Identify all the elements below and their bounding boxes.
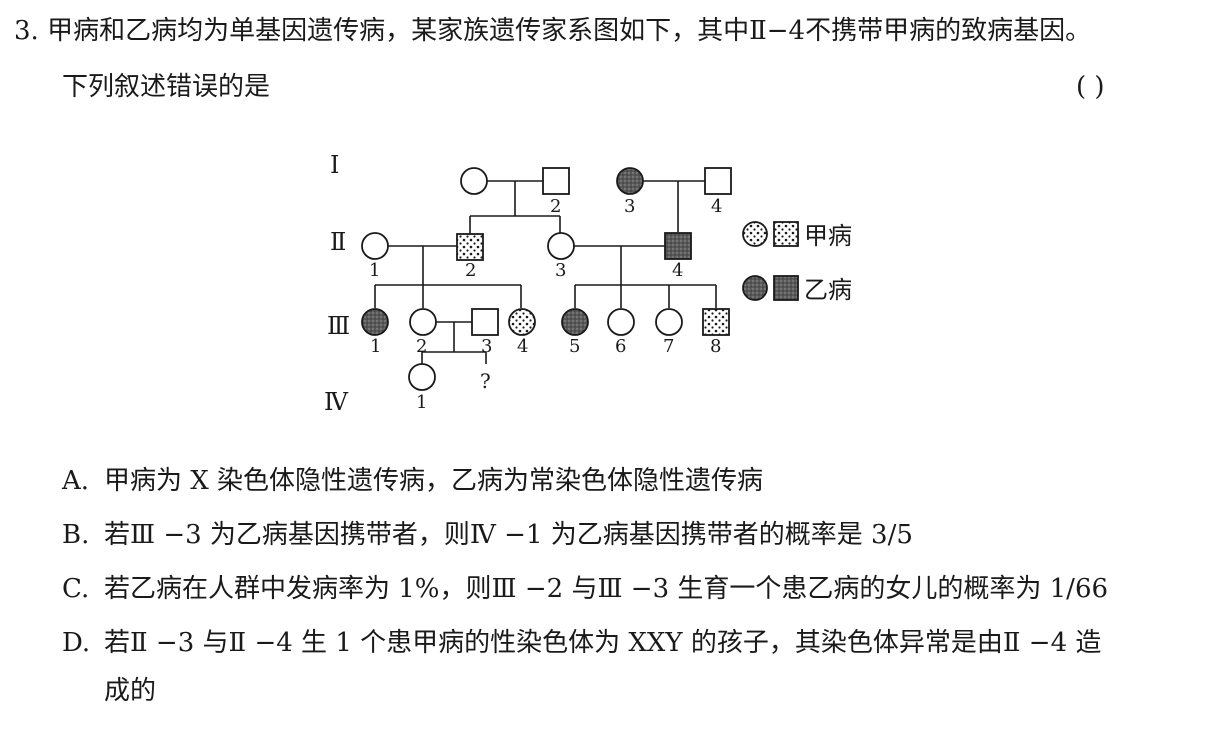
legend: 甲病 乙病 <box>742 221 852 304</box>
individual-I-4 <box>704 167 732 195</box>
label-II-2: 2 <box>465 260 476 281</box>
legend-disease-b-female-symbol <box>742 275 768 301</box>
generation-label-I: Ⅰ <box>330 151 339 179</box>
individual-III-6 <box>607 308 635 336</box>
label-I-4: 4 <box>711 196 722 217</box>
label-I-3: 3 <box>624 196 635 217</box>
individual-III-7 <box>655 308 683 336</box>
label-II-3: 3 <box>555 260 566 281</box>
generation-label-IV: Ⅳ <box>324 388 349 416</box>
label-I-2: 2 <box>550 196 561 217</box>
label-III-3: 3 <box>481 336 492 357</box>
label-III-6: 6 <box>615 336 626 357</box>
option-b-key: B. <box>62 520 90 550</box>
label-III-2: 2 <box>416 336 427 357</box>
individual-I-2 <box>542 167 570 195</box>
individual-III-8 <box>702 308 730 336</box>
individual-II-1 <box>361 232 389 260</box>
pedigree-lines <box>374 180 717 364</box>
legend-disease-a-male-symbol <box>773 221 799 247</box>
individual-III-1 <box>361 308 389 336</box>
individual-II-4 <box>664 232 692 260</box>
label-III-8: 8 <box>710 336 721 357</box>
option-d-key: D. <box>62 628 91 658</box>
individual-II-2 <box>456 233 484 261</box>
label-II-1: 1 <box>369 260 380 281</box>
answer-parentheses: ( ) <box>1076 72 1105 102</box>
option-a-text: 甲病为 X 染色体隐性遗传病，乙病为常染色体隐性遗传病 <box>104 466 764 496</box>
unknown-child-marker: ? <box>480 369 491 393</box>
question-number: 3. <box>14 16 39 46</box>
option-d[interactable]: D. 若Ⅱ −3 与Ⅱ −4 生 1 个患甲病的性染色体为 XXY 的孩子，其染色… <box>62 626 1101 660</box>
label-III-5: 5 <box>569 336 580 357</box>
generation-label-II: Ⅱ <box>330 228 346 256</box>
option-a[interactable]: A. 甲病为 X 染色体隐性遗传病，乙病为常染色体隐性遗传病 <box>62 464 763 498</box>
individual-II-3 <box>547 232 575 260</box>
option-d-continuation: 成的 <box>104 676 157 706</box>
individual-I-1 <box>460 167 488 195</box>
legend-disease-b-male-symbol <box>773 275 799 301</box>
option-d-text: 若Ⅱ −3 与Ⅱ −4 生 1 个患甲病的性染色体为 XXY 的孩子，其染色体异… <box>104 628 1102 658</box>
option-a-key: A. <box>62 466 90 496</box>
legend-disease-a-label: 甲病 <box>804 222 852 250</box>
individual-IV-1 <box>408 363 436 391</box>
individual-III-2 <box>409 308 437 336</box>
label-IV-1: 1 <box>416 392 427 413</box>
option-b-text: 若Ⅲ −3 为乙病基因携带者，则Ⅳ −1 为乙病基因携带者的概率是 3/5 <box>104 520 913 550</box>
label-III-7: 7 <box>663 336 674 357</box>
question-stem-text: 甲病和乙病均为单基因遗传病，某家族遗传家系图如下，其中Ⅱ−4不携带甲病的致病基因… <box>47 16 1092 46</box>
individual-III-5 <box>561 308 589 336</box>
option-c-text: 若乙病在人群中发病率为 1%，则Ⅲ −2 与Ⅲ −3 生育一个患乙病的女儿的概率… <box>104 574 1109 604</box>
option-c-key: C. <box>62 574 90 604</box>
individual-III-3 <box>471 308 499 336</box>
question-stem-line1: 3. 甲病和乙病均为单基因遗传病，某家族遗传家系图如下，其中Ⅱ−4不携带甲病的致… <box>14 14 1091 48</box>
option-c[interactable]: C. 若乙病在人群中发病率为 1%，则Ⅲ −2 与Ⅲ −3 生育一个患乙病的女儿的… <box>62 572 1108 606</box>
option-b[interactable]: B. 若Ⅲ −3 为乙病基因携带者，则Ⅳ −1 为乙病基因携带者的概率是 3/5 <box>62 518 913 552</box>
legend-disease-a-female-symbol <box>742 221 768 247</box>
question-stem-line2: 下列叙述错误的是 <box>62 72 271 102</box>
legend-disease-b-label: 乙病 <box>804 276 852 304</box>
label-III-4: 4 <box>517 336 528 357</box>
individual-I-3 <box>616 167 644 195</box>
label-III-1: 1 <box>370 336 381 357</box>
individual-III-4 <box>508 308 536 336</box>
generation-label-III: Ⅲ <box>327 312 350 340</box>
label-II-4: 4 <box>672 260 683 281</box>
